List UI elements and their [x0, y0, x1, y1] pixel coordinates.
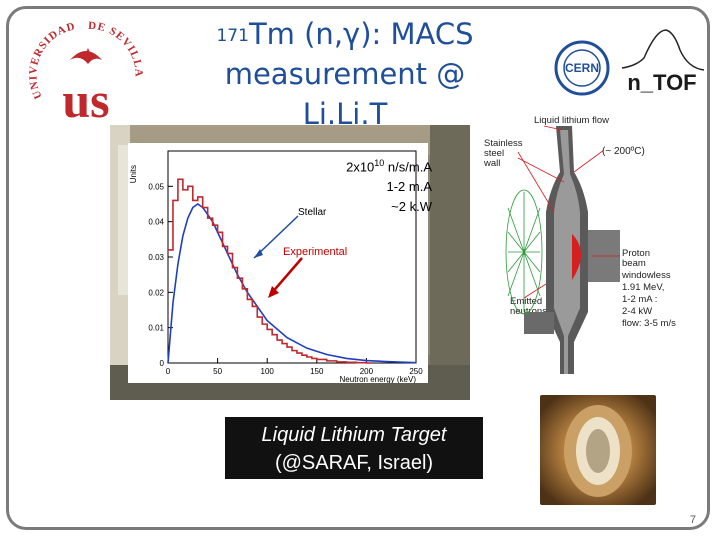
title-isotope-sup: 171 [216, 26, 249, 46]
univ-arc-right: DE SEVILLA [88, 20, 144, 78]
neutron-rate: 2x1010 n/s/m.A [346, 158, 432, 175]
beam-current: 1-2 m.A [386, 179, 432, 195]
page-number: 7 [689, 514, 696, 526]
ntof-logo: n_TOF [621, 29, 705, 95]
x-tick-label: 150 [310, 367, 324, 376]
diagram-wall-1: Stainless [484, 138, 523, 149]
target-line-1: Liquid Lithium Target [261, 424, 447, 446]
emitted-neutrons-cone [505, 189, 543, 315]
cern-logo: CERN [554, 40, 610, 96]
slide-title: 171Tm (n,γ): MACS measurement @ Li.Li.T [180, 14, 510, 134]
diagram-current: 1-2 mA : [622, 294, 657, 305]
diagram-windowless: windowless [621, 270, 671, 281]
diagram-callout-lines [517, 125, 620, 299]
svg-text:DE SEVILLA: DE SEVILLA [88, 20, 145, 78]
target-body [524, 126, 620, 374]
diagram-wall-3: wall [484, 158, 500, 169]
diagram-power: 2-4 kW [622, 306, 652, 317]
y-tick-label: 0.01 [148, 324, 164, 333]
x-tick-label: 50 [213, 367, 222, 376]
x-tick-label: 0 [166, 367, 171, 376]
beam-parameters: 2x1010 n/s/m.A 1-2 m.A ~2 k.W [296, 153, 432, 217]
lilit-target-diagram: Liquid lithium flow (~ 200ºC) Stainless … [484, 115, 676, 374]
univ-monogram: us [62, 72, 109, 122]
univ-crest-figure [70, 48, 102, 64]
diagram-flow: flow: 3-5 m/s [622, 318, 676, 329]
y-tick-label: 0 [160, 359, 165, 368]
diagram-energy: 1.91 MeV, [622, 282, 664, 293]
y-tick-label: 0.02 [148, 288, 164, 297]
x-axis-label: Neutron energy (keV) [340, 375, 417, 383]
y-tick-label: 0.03 [148, 253, 164, 262]
diagram-temp: (~ 200ºC) [602, 146, 645, 157]
target-line-2: (@SARAF, Israel) [274, 452, 434, 474]
experimental-label: Experimental [283, 246, 348, 258]
diagram-emitted-2: neutrons [510, 306, 547, 317]
university-of-sevilla-logo: UNIVERSIDAD DE SEVILLA us [27, 20, 145, 122]
target-hardware-photo [540, 395, 656, 505]
liquid-lithium-target-caption: Liquid Lithium Target (@SARAF, Israel) [225, 417, 483, 479]
y-tick-label: 0.04 [148, 218, 164, 227]
slide-frame [6, 6, 710, 530]
diagram-flow-title: Liquid lithium flow [534, 115, 609, 126]
title-line-1: Tm (n,γ): MACS [248, 17, 474, 51]
diagram-emitted-1: Emitted [510, 296, 542, 307]
title-line-2: measurement @ Li.Li.T [224, 57, 466, 131]
diagram-wall-2: steel [484, 148, 504, 159]
x-tick-label: 200 [360, 367, 374, 376]
diagram-beam-2: beam [622, 258, 646, 269]
diagram-beam-1: Proton [622, 248, 650, 259]
y-axis-label: Units [129, 165, 138, 183]
stellar-label: Stellar [298, 207, 327, 218]
cern-logo-text: CERN [565, 61, 599, 75]
x-tick-label: 100 [261, 367, 275, 376]
y-tick-label: 0.05 [148, 182, 164, 191]
x-tick-label: 250 [409, 367, 423, 376]
series-experimental [168, 178, 372, 364]
ntof-logo-text: n_TOF [627, 70, 696, 95]
beam-power: ~2 k.W [391, 199, 432, 215]
